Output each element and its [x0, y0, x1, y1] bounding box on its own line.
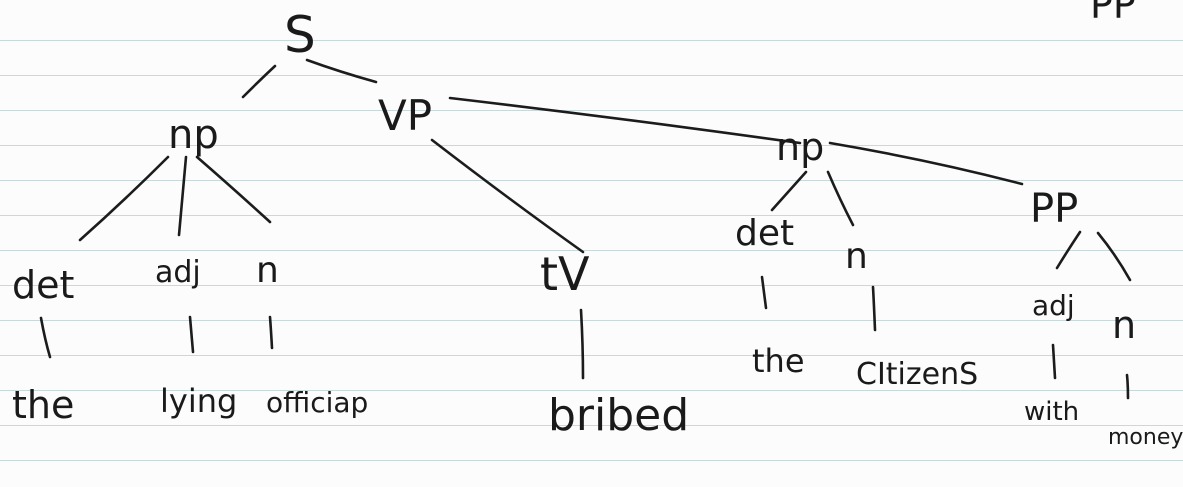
- edge-vp-np: [448, 96, 802, 145]
- word-officiap: officiap: [266, 386, 368, 419]
- node-np-object: np: [776, 125, 824, 169]
- word-money: money: [1108, 425, 1183, 450]
- word-the-2: the: [752, 342, 805, 380]
- edge-det-the: [39, 316, 52, 359]
- edge-np2-n: [826, 170, 855, 227]
- word-the-1: the: [12, 383, 74, 427]
- edge-adj2-with: [1051, 343, 1057, 380]
- word-bribed: bribed: [548, 390, 689, 441]
- edge-np-det: [78, 155, 170, 242]
- word-lying: lying: [160, 382, 237, 420]
- node-pp: PP: [1030, 186, 1078, 232]
- pos-det-2: det: [735, 213, 794, 254]
- pos-tv: tV: [540, 247, 590, 301]
- edge-np2-det: [770, 170, 808, 212]
- edge-n2-citizens: [871, 285, 877, 332]
- edge-n3-money: [1125, 373, 1130, 400]
- edge-np-pp: [828, 141, 1024, 186]
- pos-adj-1: adj: [155, 255, 201, 290]
- node-np-subject: np: [168, 112, 219, 158]
- tree-edges: [39, 58, 1132, 400]
- edge-pp-n: [1096, 231, 1132, 282]
- node-s: S: [284, 6, 316, 64]
- corner-fragment-pp: PP: [1090, 0, 1136, 27]
- edge-det2-the: [760, 275, 768, 310]
- pos-n-3: n: [1112, 303, 1136, 347]
- pos-adj-2: adj: [1032, 289, 1075, 322]
- edge-s-vp: [305, 58, 378, 84]
- pos-n-2: n: [845, 236, 868, 277]
- edge-np-adj: [177, 155, 188, 237]
- edge-s-np: [241, 64, 277, 99]
- word-with: with: [1024, 397, 1079, 427]
- pos-n-1: n: [256, 250, 279, 291]
- edge-tv-bribed: [579, 308, 585, 380]
- pos-det-1: det: [12, 263, 74, 307]
- word-citizens: CItizenS: [856, 357, 978, 392]
- edge-vp-tv: [430, 138, 585, 254]
- edge-pp-adj: [1055, 230, 1082, 270]
- edge-adj-lying: [188, 315, 195, 354]
- edge-n-officiap: [268, 315, 274, 350]
- node-vp: VP: [378, 91, 432, 140]
- edge-np-n: [195, 155, 272, 224]
